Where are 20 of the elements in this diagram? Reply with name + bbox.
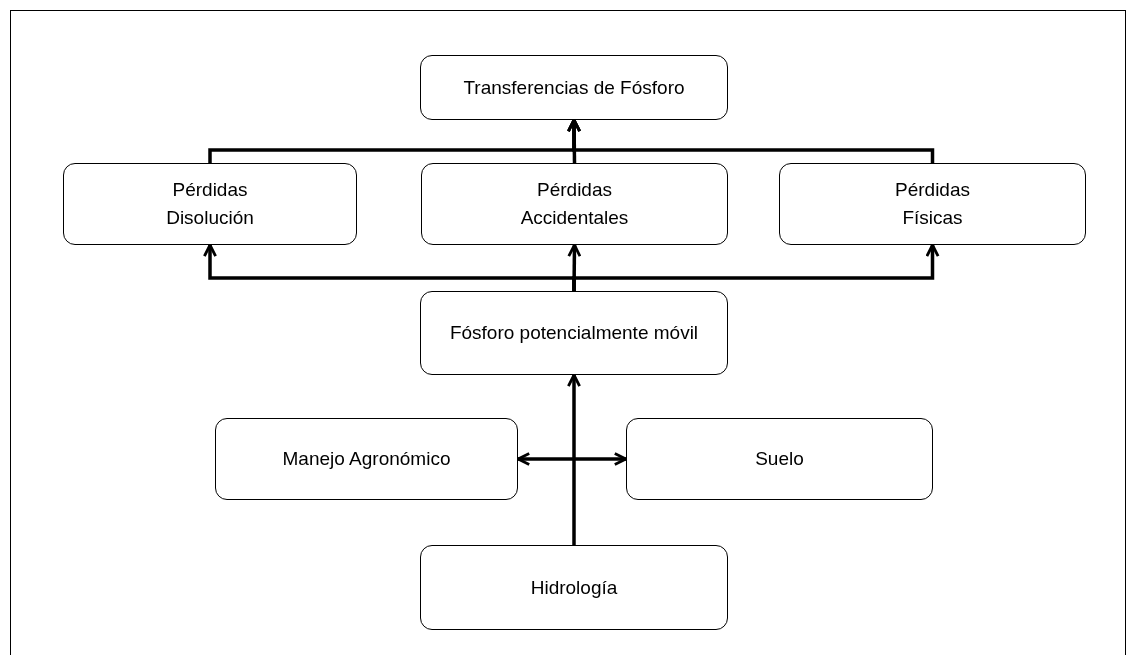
box-label: Pérdidas Disolución [165,178,255,230]
process-box [626,418,933,500]
box-label: Transferencias de Fósforo [463,75,685,100]
process-box [215,418,518,500]
arrow [516,452,628,466]
box-label: Manejo Agronómico [282,447,451,472]
process-box [779,163,1086,245]
box-label: Pérdidas Físicas [894,178,971,230]
arrow [567,373,581,545]
process-box [420,291,728,375]
arrow [572,243,940,291]
arrow [567,118,935,163]
box-label: Hidrología [530,575,618,600]
process-box [421,163,728,245]
box-label: Suelo [755,447,804,472]
box-label: Pérdidas Accidentales [519,178,630,230]
process-box [420,55,728,120]
box-label: Fósforo potencialmente móvil [449,321,699,346]
process-box [420,545,728,630]
process-box [63,163,357,245]
